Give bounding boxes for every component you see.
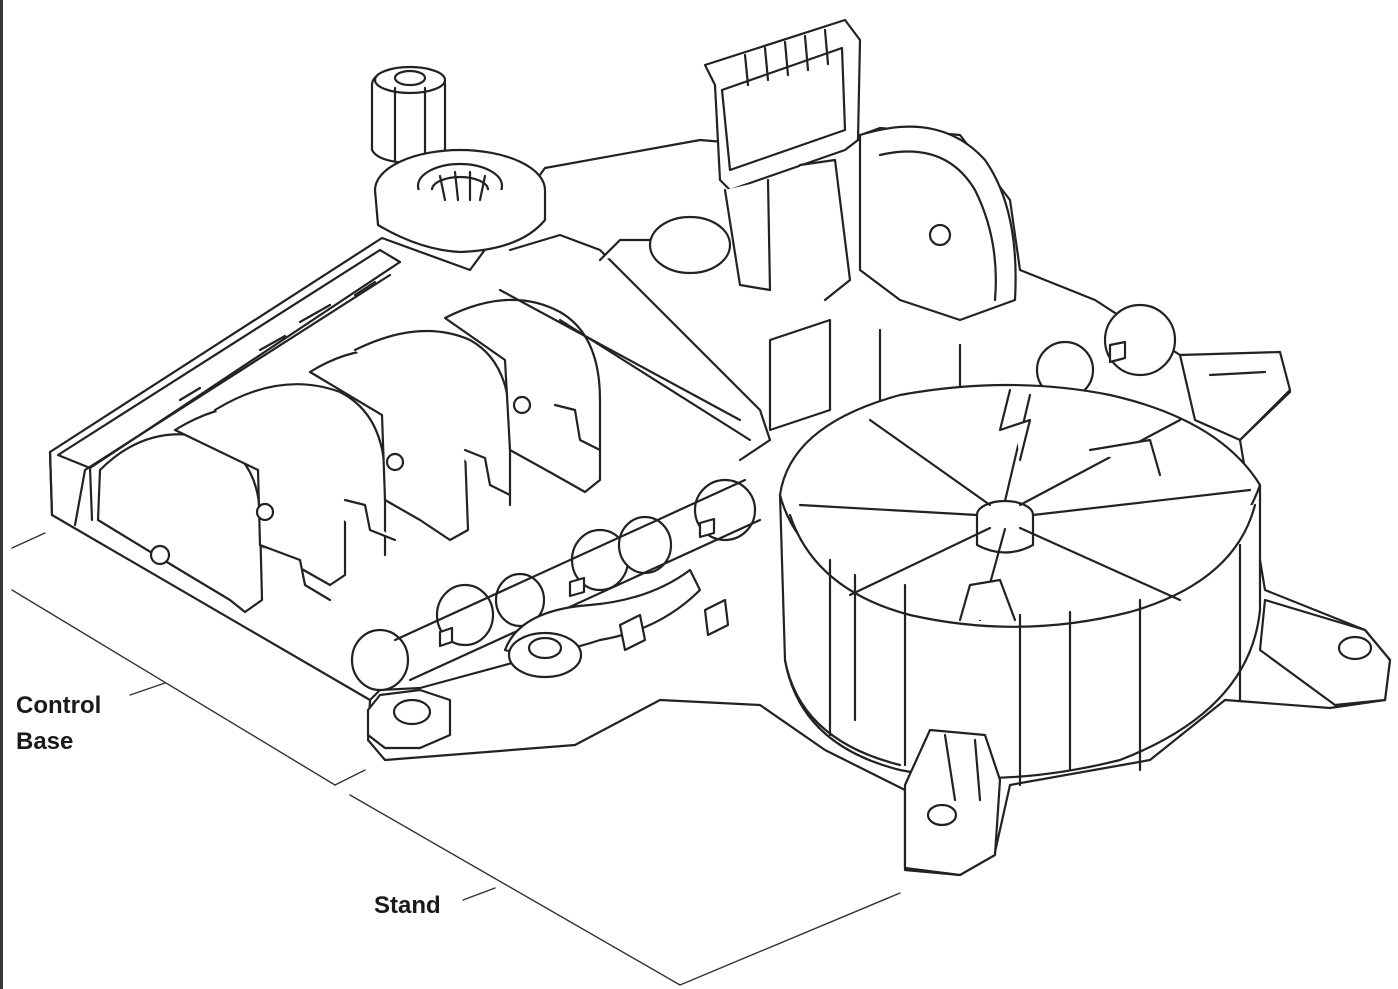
stand-bracket [349,794,901,986]
rear-channel [498,215,962,462]
control-base-label-line2: Base [16,728,74,755]
stand-label: Stand [374,892,441,919]
selector-knob [370,65,447,165]
latch-handle [703,18,862,432]
control-base-label: Control Base [16,688,101,760]
stand-drum [778,383,1262,787]
roller-shafts [350,478,762,692]
front-left-foot [366,568,730,750]
left-border [0,0,3,989]
control-base-label-line1: Control [16,692,102,719]
rear-right-cam [858,125,1177,400]
lock-ring [373,148,547,254]
left-rail [56,248,402,522]
control-cams [96,298,602,614]
stand-feet [903,350,1392,877]
control-base-bracket [11,532,366,786]
